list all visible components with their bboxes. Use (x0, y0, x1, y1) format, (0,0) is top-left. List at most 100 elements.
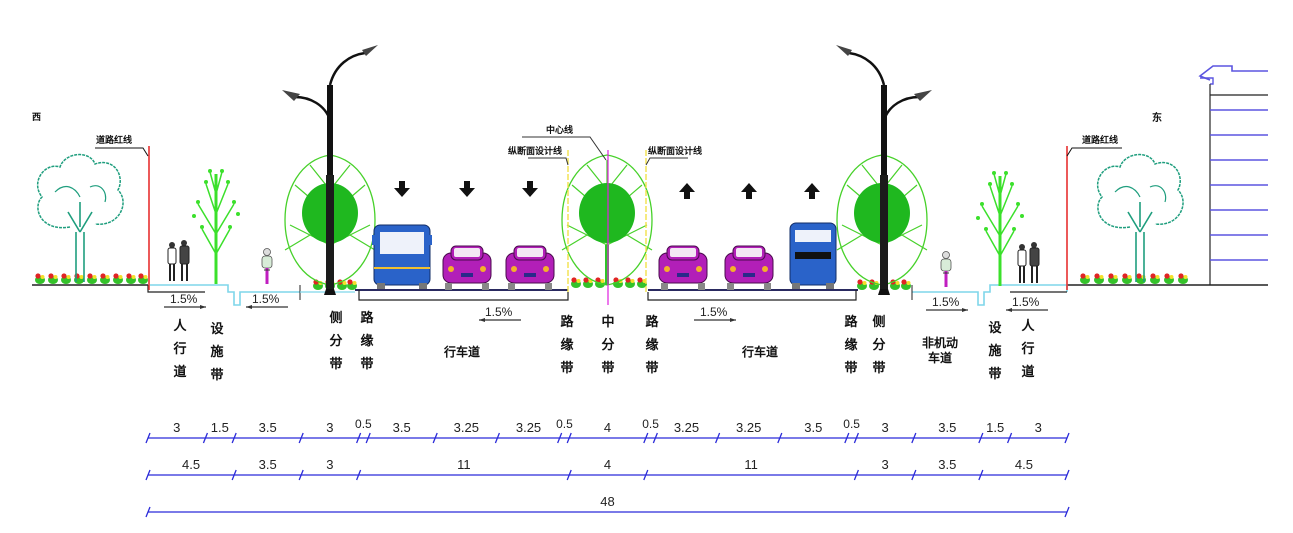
arrow-down-icon (522, 181, 538, 197)
dimension-tick (911, 469, 917, 481)
zone-label-text: 行车道 (443, 344, 480, 359)
dimension-value: 3.25 (674, 420, 699, 435)
zone-label-char: 路 (844, 314, 858, 330)
zone-label-carriageway-right: 行车道 (741, 344, 778, 359)
arrow-down-icon (394, 181, 410, 197)
flower-bed-side-divider-left (313, 279, 357, 290)
car-left-1 (442, 245, 492, 291)
car-right-2 (724, 245, 774, 291)
zone-label-char: 路 (645, 314, 659, 330)
dimension-tick (566, 469, 572, 481)
dimension-tick (231, 469, 237, 481)
arrow-up-icon (679, 183, 695, 199)
slope-sidewalk-right: 1.5% (1006, 295, 1048, 312)
dimension-tick (231, 432, 237, 444)
zone-label-char: 设 (988, 321, 1002, 336)
dimension-value: 3.5 (804, 420, 822, 435)
tree-east-verge (1096, 153, 1184, 283)
slope-arrow-icon (962, 308, 968, 312)
slope-carriage-left: 1.5% (479, 305, 521, 322)
cyclist-right (939, 250, 953, 289)
zone-label-char: 侧 (872, 314, 885, 330)
slope-arrow-icon (730, 318, 736, 322)
dimension-tick (356, 432, 362, 444)
dimension-value: 3.25 (454, 420, 479, 435)
zone-label-char: 缘 (645, 337, 658, 353)
dimension-row3: 48 (145, 494, 1070, 518)
tree-median (561, 154, 653, 286)
pedestrians-left (167, 239, 190, 282)
dimension-value: 3.5 (938, 420, 956, 435)
dimension-value: 3.5 (259, 457, 277, 472)
red-line-left-label: 道路红线 (96, 134, 132, 146)
dimension-tick (494, 432, 501, 444)
slope-label: 1.5% (485, 305, 513, 319)
zone-label-char: 缘 (560, 337, 573, 353)
west-label: 西 (32, 112, 41, 123)
zone-label-char: 行 (172, 341, 186, 357)
callout-centerline: 中心线 (522, 124, 607, 161)
tree-facility-right (974, 169, 1026, 288)
svg-text:纵断面设计线: 纵断面设计线 (648, 145, 702, 157)
dimension-tick (844, 432, 850, 444)
bus-left (372, 224, 432, 289)
zone-label-curb-strip-right-outer: 路缘带 (844, 314, 858, 376)
zone-label-char: 带 (360, 356, 373, 372)
dimension-tick (911, 432, 917, 444)
dimension-tick (643, 469, 649, 481)
dimension-value: 3 (881, 457, 888, 472)
flower-bed-east (1080, 273, 1188, 284)
zone-label-char: 带 (601, 360, 614, 376)
dimension-value: 0.5 (843, 417, 860, 431)
zone-label-char: 中 (601, 314, 614, 330)
zone-label-char: 道 (173, 364, 186, 380)
dimension-value: 3.5 (938, 457, 956, 472)
dimension-tick (1006, 432, 1013, 444)
zone-label-char: 行 (1020, 341, 1034, 357)
zone-label-char: 分 (601, 337, 614, 353)
zone-label-char: 带 (329, 356, 342, 372)
dimension-tick (1064, 469, 1070, 481)
zone-label-char: 侧 (329, 310, 342, 326)
zone-label-line: 非机动 (922, 335, 958, 350)
slope-arrow-icon (200, 305, 206, 309)
dimension-tick (853, 432, 859, 444)
dimension-value: 0.5 (556, 417, 573, 431)
flower-bed-west (35, 273, 148, 284)
arrow-up-icon (741, 183, 757, 199)
ground-profile (32, 284, 1268, 306)
arrow-down-icon (459, 181, 475, 197)
zone-label-char: 缘 (360, 333, 373, 349)
dimension-value: 3.25 (736, 420, 761, 435)
dimension-tick (298, 469, 304, 481)
zone-label-char: 分 (329, 333, 342, 349)
zone-label-char: 人 (173, 318, 187, 334)
zone-label-facility-right: 设施带 (988, 321, 1002, 382)
east-label: 东 (1152, 111, 1162, 124)
slope-sidewalk-left: 1.5% (164, 292, 206, 309)
dimension-tick (365, 432, 371, 444)
dimension-tick (978, 432, 984, 444)
dimension-value: 1.5 (211, 420, 229, 435)
dimension-tick (652, 432, 658, 444)
slope-label: 1.5% (700, 305, 728, 319)
tree-facility-left (190, 167, 242, 286)
building (1198, 65, 1268, 285)
dimension-tick (714, 432, 721, 444)
dimension-value: 3 (173, 420, 180, 435)
slope-arrow-icon (1006, 308, 1012, 312)
dimension-value: 48 (600, 494, 614, 509)
dimension-value: 3 (326, 420, 333, 435)
slope-arrow-icon (479, 318, 485, 322)
zone-label-char: 施 (210, 344, 223, 360)
red-line-right-label: 道路红线 (1082, 134, 1118, 146)
zone-label-curb-strip-right-inner: 路缘带 (645, 314, 659, 376)
dimension-value: 1.5 (986, 420, 1004, 435)
zone-label-sidewalk-right: 人行道 (1020, 318, 1035, 380)
dimension-tick (1064, 432, 1070, 444)
bus-right (789, 222, 837, 289)
